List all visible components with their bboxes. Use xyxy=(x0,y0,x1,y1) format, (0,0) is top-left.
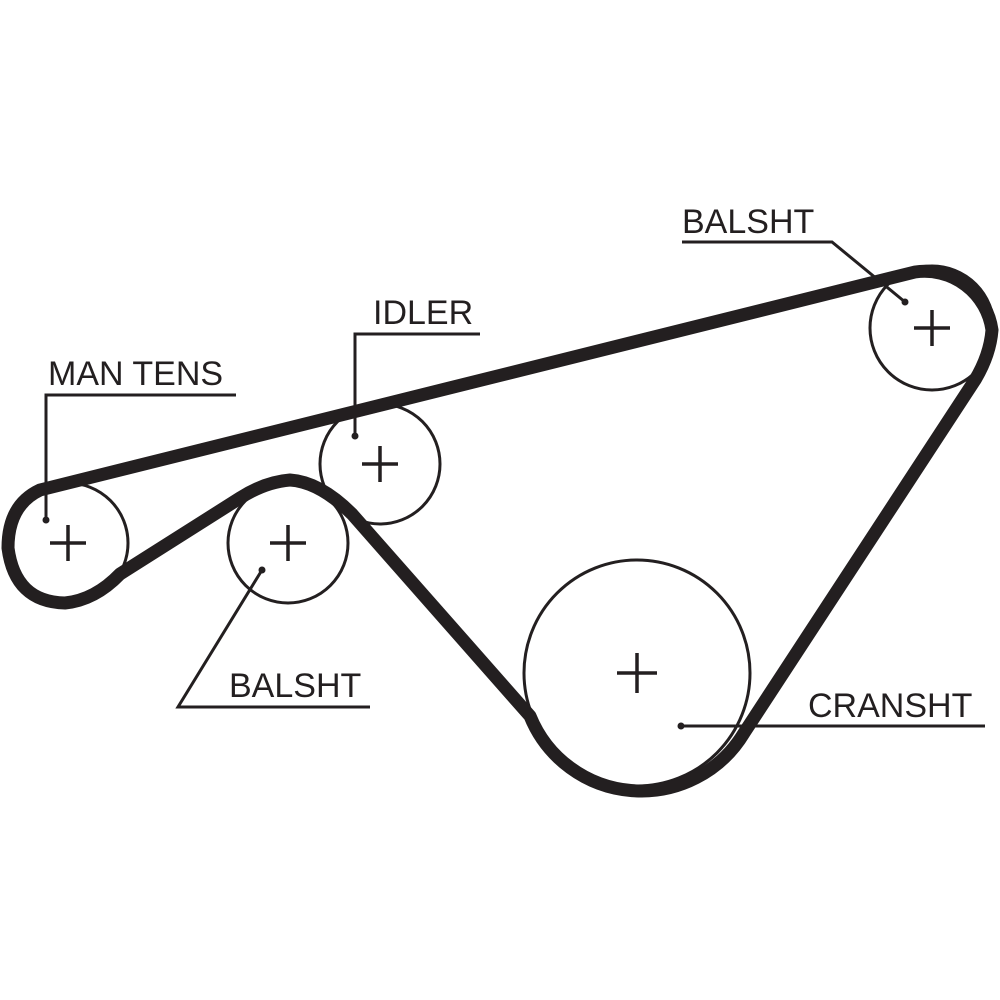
leader-balsht-right xyxy=(682,240,909,306)
center-cross-icon xyxy=(270,525,306,561)
timing-belt xyxy=(1,264,999,798)
center-cross-icon xyxy=(362,446,398,482)
center-cross-icon xyxy=(617,653,657,693)
center-cross-icon xyxy=(914,310,950,346)
label-crankshaft: CRANSHT xyxy=(808,687,972,725)
label-balsht-left: BALSHT xyxy=(229,667,361,705)
label-idler: IDLER xyxy=(373,294,473,332)
label-man-tens: MAN TENS xyxy=(48,355,223,393)
leader-man-tens xyxy=(42,393,236,524)
center-cross-icon xyxy=(50,525,86,561)
leader-crankshaft xyxy=(677,722,985,730)
label-balsht-right: BALSHT xyxy=(682,203,814,241)
leader-balsht-left xyxy=(175,566,370,709)
leader-idler xyxy=(351,332,480,440)
